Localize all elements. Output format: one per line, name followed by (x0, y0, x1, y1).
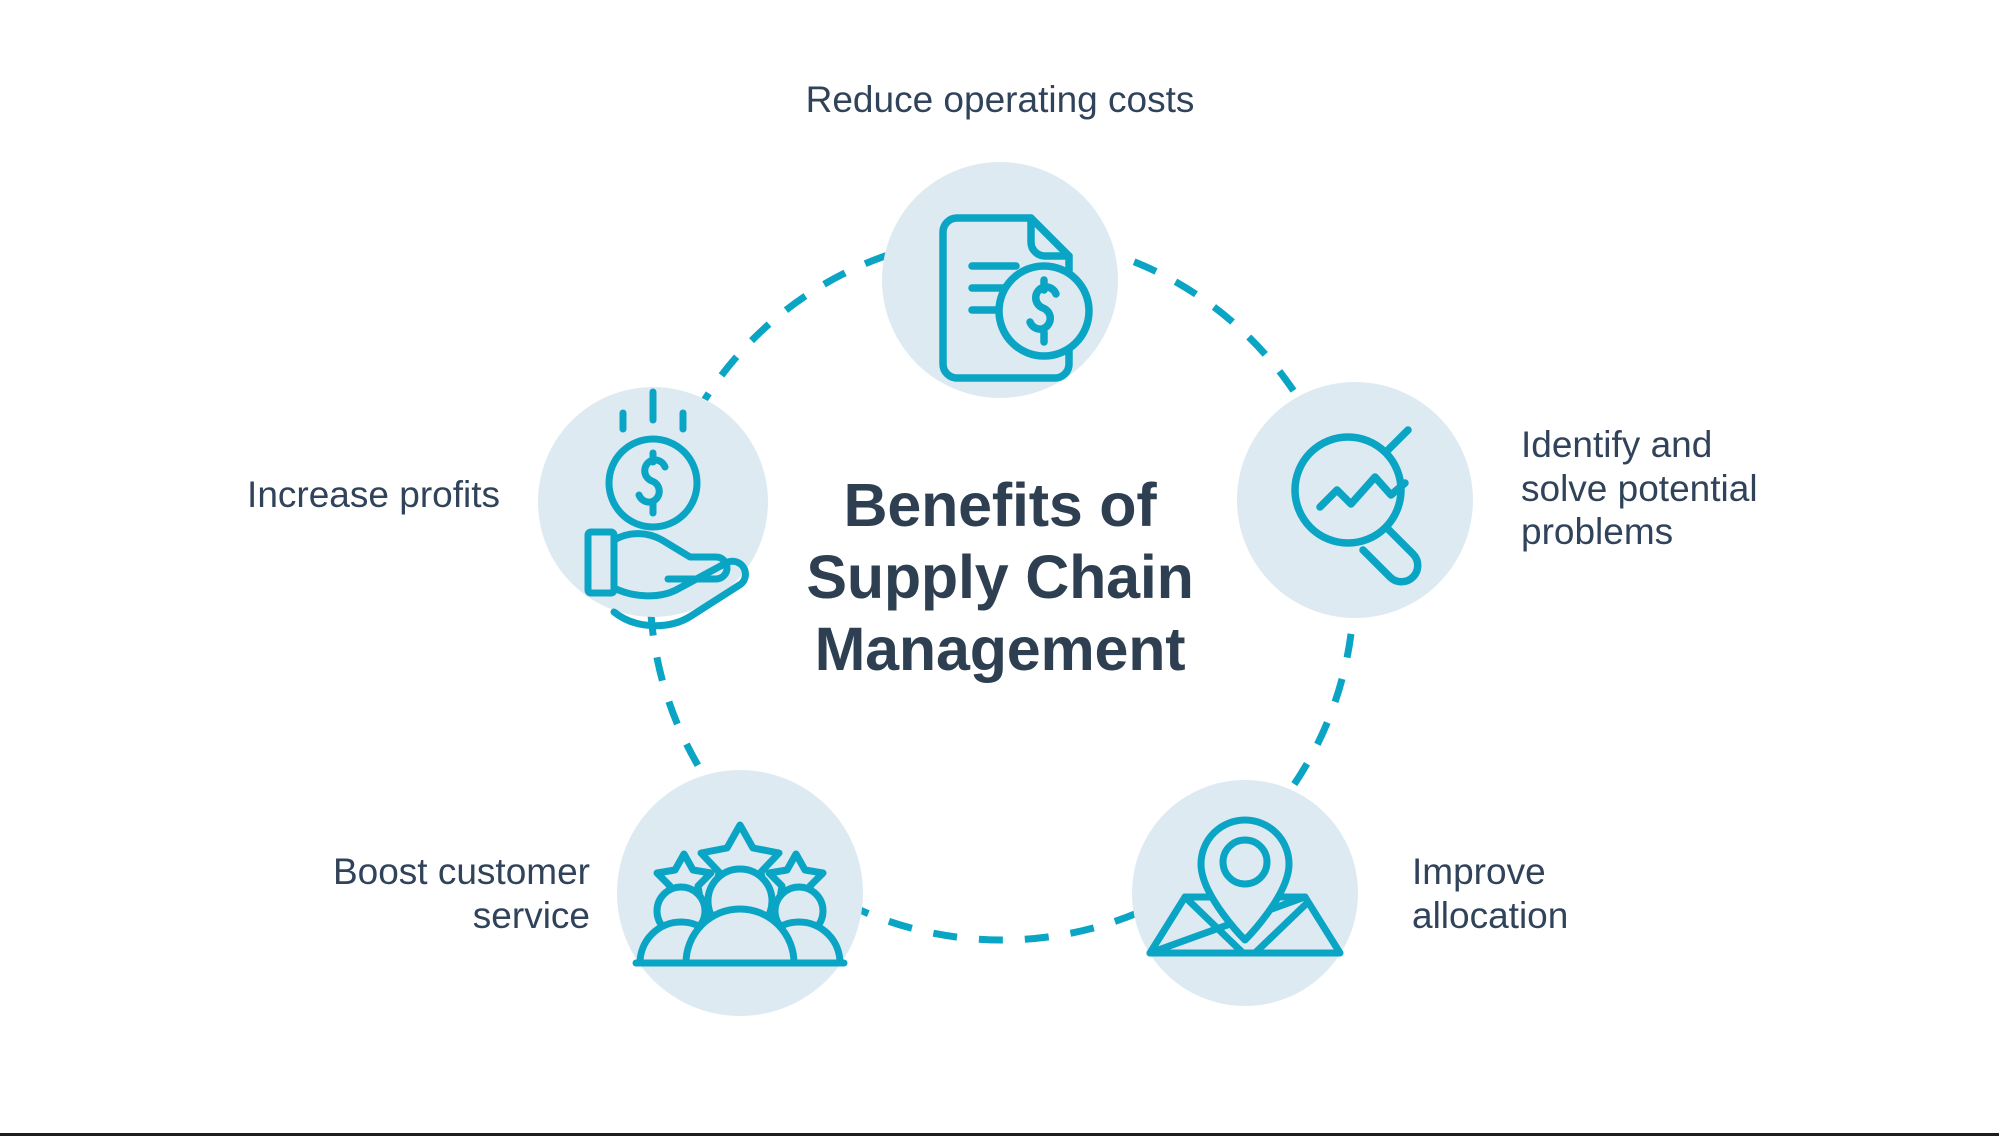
hand-coin-icon (584, 388, 749, 630)
title-line-3: Management (814, 614, 1186, 683)
label-increase-profits: Increase profits (247, 474, 500, 515)
label-boost-customer-service: Boost customer service (332, 851, 590, 936)
title-line-2: Supply Chain (806, 542, 1194, 611)
node-improve-allocation[interactable] (1132, 780, 1358, 1006)
node-circle-top (882, 162, 1118, 398)
bottom-divider (0, 1133, 1999, 1136)
page-title: Benefits of Supply Chain Management (700, 470, 1300, 686)
label-reduce-operating-costs: Reduce operating costs (805, 79, 1195, 120)
node-boost-customer-service[interactable] (617, 770, 863, 1016)
magnifier-chart-icon (1291, 426, 1422, 586)
label-improve-allocation: Improve allocation (1412, 851, 1569, 936)
label-identify-solve-problems: Identify and solve potential problems (1521, 424, 1758, 553)
node-reduce-operating-costs[interactable] (882, 162, 1118, 398)
node-increase-profits[interactable] (538, 387, 768, 630)
node-identify-solve-problems[interactable] (1237, 382, 1473, 618)
map-pin-icon (1146, 816, 1344, 957)
people-stars-icon (632, 821, 848, 967)
title-line-1: Benefits of (843, 471, 1157, 539)
document-dollar-icon (939, 214, 1093, 382)
